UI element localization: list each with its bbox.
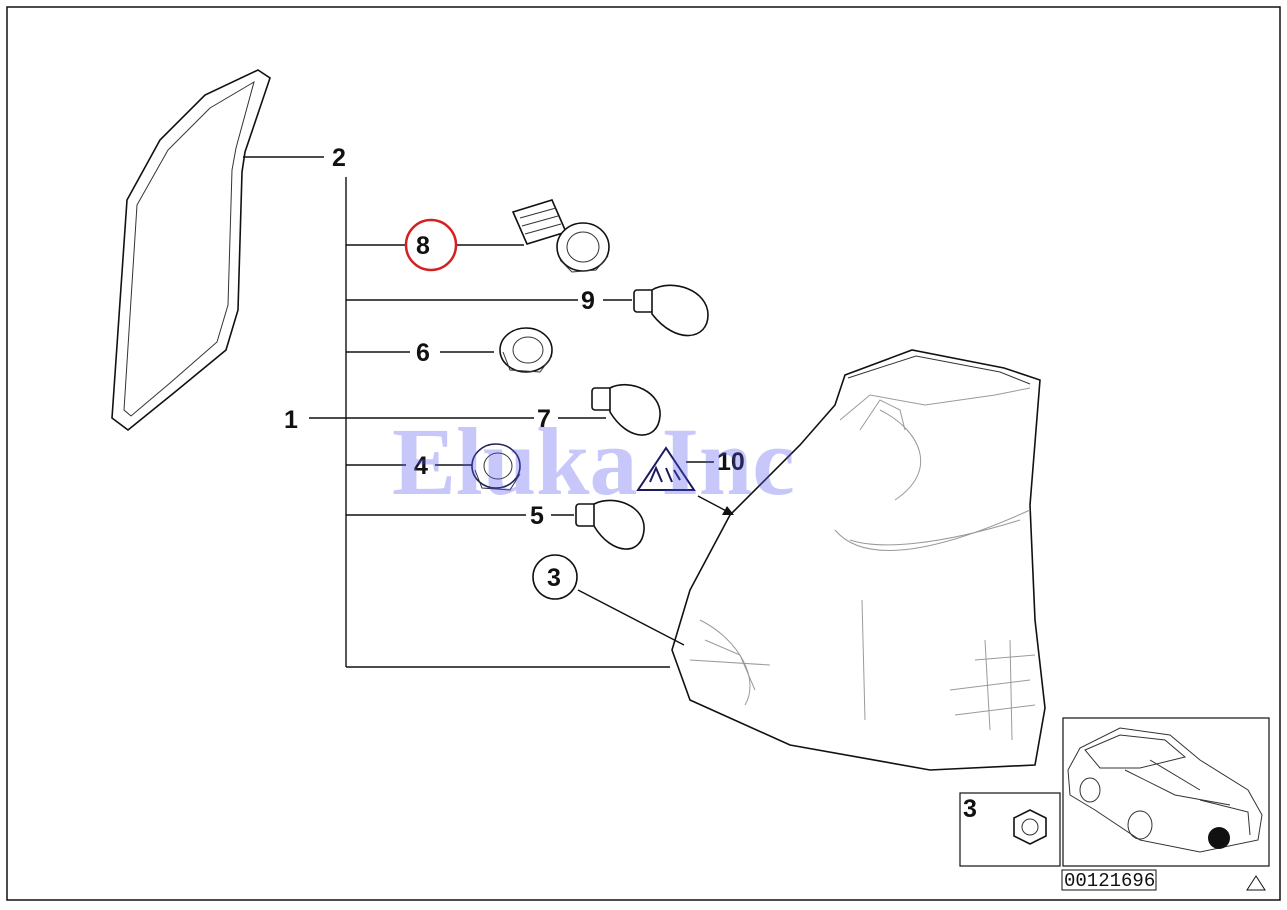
gasket-part[interactable] bbox=[111, 69, 271, 432]
callout-3-circle bbox=[532, 554, 578, 600]
warning-triangle-part-10[interactable] bbox=[636, 446, 696, 491]
inset-callout-3: 3 bbox=[963, 795, 977, 823]
callout-8: 8 bbox=[416, 232, 430, 260]
triangle-icon bbox=[1246, 875, 1266, 891]
car-outline-icon bbox=[1067, 727, 1263, 853]
callout-7: 7 bbox=[537, 405, 551, 433]
reference-number-box: 00121696 bbox=[1061, 869, 1157, 892]
bulb-part-9[interactable] bbox=[633, 284, 709, 337]
inset-nut-box[interactable]: 3 bbox=[959, 792, 1061, 867]
warning-symbol-icon bbox=[649, 465, 681, 483]
diagram-frame bbox=[6, 6, 1281, 901]
callout-6: 6 bbox=[416, 339, 430, 367]
highlight-circle bbox=[404, 218, 458, 272]
callout-4: 4 bbox=[414, 452, 428, 480]
callout-3: 3 bbox=[547, 564, 561, 592]
tail-light-part[interactable] bbox=[671, 349, 1046, 771]
leader-lines bbox=[243, 156, 734, 668]
callout-5: 5 bbox=[530, 502, 544, 530]
callout-1: 1 bbox=[284, 406, 298, 434]
watermark-text: Eluka Inc bbox=[392, 408, 795, 515]
socket-part-6[interactable] bbox=[499, 327, 553, 373]
callout-9: 9 bbox=[581, 287, 595, 315]
socket-connector-part-8[interactable] bbox=[511, 199, 610, 273]
nut-icon bbox=[1013, 809, 1047, 845]
callout-10: 10 bbox=[717, 448, 745, 476]
bulb-part-7[interactable] bbox=[591, 383, 661, 436]
location-marker-icon bbox=[1208, 827, 1230, 849]
bulb-part-5[interactable] bbox=[575, 499, 645, 550]
callout-2: 2 bbox=[332, 144, 346, 172]
reference-number: 00121696 bbox=[1064, 870, 1155, 892]
socket-part-4[interactable] bbox=[471, 443, 521, 491]
car-location-inset[interactable] bbox=[1062, 717, 1270, 867]
